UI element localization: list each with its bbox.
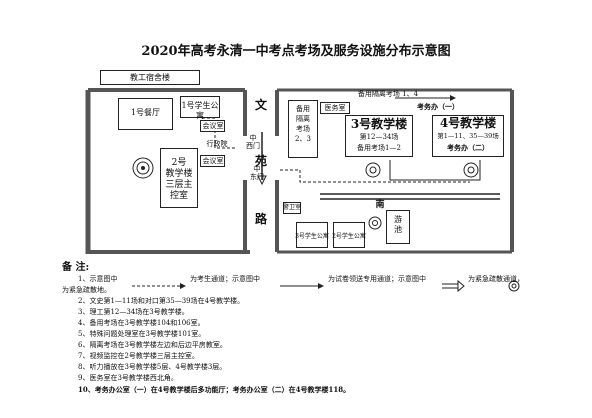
backup-isolation-rooms-2-3 bbox=[288, 100, 318, 158]
note-1: 1、示意图中 为考生通道；示意图中 为试卷领送专用通道；示意图中 为紧急疏散通道… bbox=[62, 274, 562, 296]
note-1-part-a: 1、示意图中 bbox=[78, 275, 118, 283]
pool bbox=[386, 210, 410, 244]
teaching-building-4-title: 4号教学楼 bbox=[439, 116, 497, 130]
note-2: 2、文史第1—11场和对口第35—39场在4号教学楼。 bbox=[78, 297, 245, 305]
south-road-label: 南 bbox=[375, 200, 385, 210]
note-9: 9、医务室在3号教学楼西北角。 bbox=[78, 374, 178, 382]
student-apartment-2 bbox=[333, 222, 365, 248]
meeting-room-1 bbox=[200, 120, 225, 132]
backup-isolation-rooms-1-4-label: 备用隔离考场 1、4 bbox=[357, 90, 419, 98]
student-apartment-3-label: 3号学生公寓 bbox=[295, 233, 329, 240]
note-6: 6、隔离考场在3号教学楼左边和后边平房教室。 bbox=[78, 341, 227, 349]
gathering-point-icon bbox=[132, 157, 154, 179]
page-title: 2020年高考永清一中考点考场及服务设施分布示意图 bbox=[141, 44, 451, 59]
west-gate-label: 中 西门 bbox=[246, 134, 260, 150]
note-7: 7、视频监控在2号教学楼三层主控室。 bbox=[78, 352, 199, 360]
teaching-building-4-rooms: 第1—11、35—39场 bbox=[437, 132, 499, 140]
notes-heading: 备 注: bbox=[62, 262, 90, 273]
student-path-right bbox=[280, 169, 470, 183]
meeting-room-2-label: 会议室 bbox=[202, 157, 224, 165]
meeting-room-1-label: 会议室 bbox=[202, 122, 224, 130]
student-apartment-3 bbox=[296, 222, 328, 248]
note-5: 5、特殊问题处理室在3号教学楼101室。 bbox=[78, 330, 206, 338]
note-1-part-c: 为试卷领送专用通道；示意图中 bbox=[328, 275, 426, 283]
teaching-building-3-backup: 备用考场1—2 bbox=[357, 144, 401, 152]
teaching-building-3-rooms: 第12—34场 bbox=[359, 133, 399, 141]
road-char-wen: 文 bbox=[255, 98, 268, 112]
note-8: 8、听力播放在3号教学楼5层、4号教学楼3层。 bbox=[78, 363, 227, 371]
student-apartment-1 bbox=[180, 96, 220, 118]
road-char-yuan: 苑 bbox=[255, 154, 268, 168]
clinic bbox=[320, 102, 350, 114]
gathering-point-icon bbox=[368, 216, 382, 230]
staff-dorm bbox=[100, 70, 200, 85]
teaching-building-2-label: 2号 教学楼 三层主 控室 bbox=[165, 158, 193, 201]
teaching-building-2 bbox=[160, 148, 198, 208]
note-1-part-d: 为紧急疏散通道， bbox=[468, 275, 524, 283]
exam-office-2-label: 考务办（二） bbox=[447, 143, 489, 152]
teaching-building-4 bbox=[432, 115, 504, 157]
exam-office-1-label: 考务办（一） bbox=[417, 102, 459, 111]
student-apartment-1-label: 1号学生公寓 bbox=[181, 101, 219, 120]
meeting-room-2 bbox=[200, 155, 225, 167]
clinic-label: 医务室 bbox=[324, 104, 346, 112]
evac-arrow bbox=[257, 175, 267, 186]
notes-section: 备 注: 1、示意图中 为考生通道；示意图中 为试卷领送专用通道；示意图中 为紧… bbox=[62, 262, 562, 395]
teaching-building-3-title: 3号教学楼 bbox=[350, 117, 408, 131]
backup-isolation-rooms-2-3-label: 备用 隔离 考场 2、3 bbox=[295, 105, 311, 143]
teaching-building-3 bbox=[345, 115, 413, 157]
east-gate-label: 中 东门 bbox=[250, 165, 264, 181]
admin-yard-label: 行政院 bbox=[206, 140, 228, 148]
note-1-part-e: 为紧急疏散地。 bbox=[62, 286, 111, 294]
gathering-point-icon bbox=[365, 162, 381, 178]
student-path-left bbox=[200, 117, 235, 149]
note-10: 10、考务办公室（一）在4号教学楼后多功能厅；考务办公室（二）在4号教学楼118… bbox=[78, 385, 351, 394]
pool-label: 游 池 bbox=[394, 215, 402, 234]
paper-route-2 bbox=[389, 160, 481, 181]
gathering-point-icon bbox=[463, 162, 479, 178]
student-apartment-2-label: 2号学生公寓 bbox=[332, 233, 366, 240]
staff-dorm-label: 教工宿舍楼 bbox=[130, 73, 170, 82]
note-4: 4、备用考场在3号教学楼104和106室。 bbox=[78, 319, 205, 327]
legend-gathering-icon bbox=[508, 280, 520, 292]
guard-room bbox=[283, 202, 301, 214]
note-1-part-b: 为考生通道；示意图中 bbox=[190, 275, 260, 283]
canteen-1 bbox=[118, 98, 173, 130]
note-3: 3、理工第12—34场在3号教学楼。 bbox=[78, 308, 189, 316]
guard-room-label: 警卫室 bbox=[282, 204, 301, 211]
canteen-1-label: 1号餐厅 bbox=[130, 108, 161, 117]
paper-route-arrowhead bbox=[450, 95, 456, 101]
road-char-lu: 路 bbox=[255, 212, 268, 226]
